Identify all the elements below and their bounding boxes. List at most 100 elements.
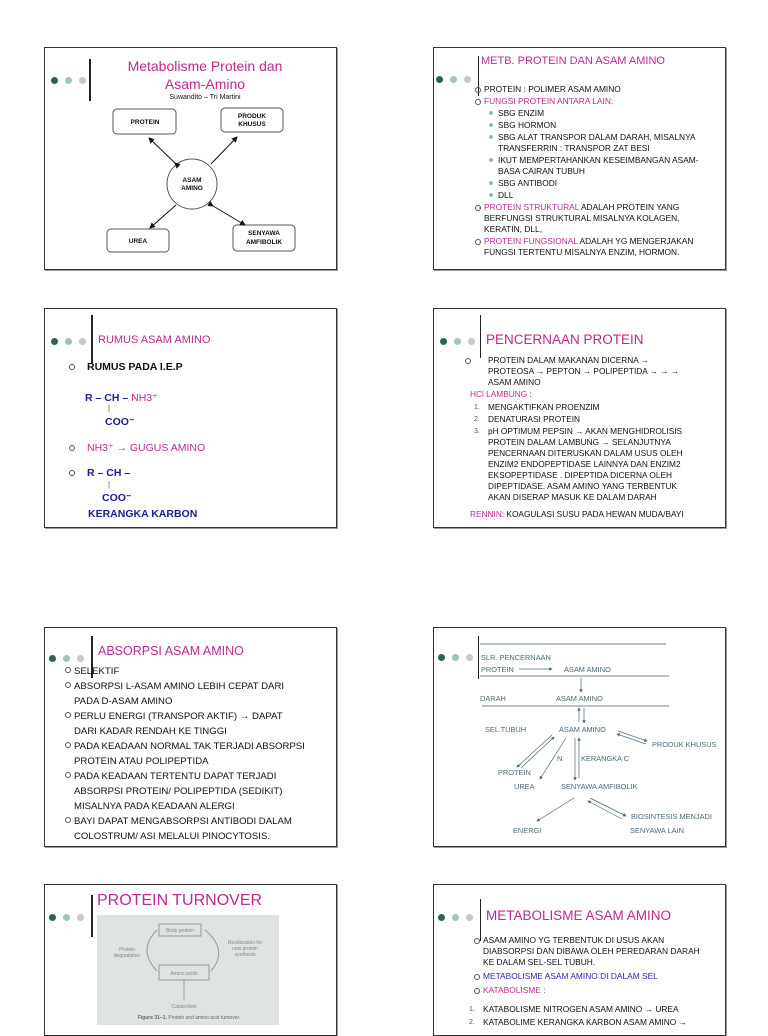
slide-title: METB. PROTEIN DAN ASAM AMINO [481, 55, 665, 67]
divider [91, 315, 93, 363]
fig-protein-degradation: Protein [119, 947, 135, 953]
content-list: ASAM AMINO YG TERBENTUK DI USUS AKAN DIA… [474, 935, 700, 999]
slide-title: PROTEIN TURNOVER [97, 892, 263, 909]
bullet-item: PERLU ENERGI (TRANSPOR AKTIF) → DAPAT DA… [65, 709, 305, 739]
slide-dots [436, 76, 476, 84]
fig-catabolism: Catabolism [171, 1004, 196, 1010]
step-item: 2.KATABOLIME KERANGKA KARBON ASAM AMINO … [469, 1017, 687, 1027]
bullet-item: PADA KEADAAN TERTENTU DAPAT TERJADI ABSO… [65, 769, 305, 814]
label-biosintesis: BIOSINTESIS MENJADI [631, 812, 712, 821]
step-item: 3.pH OPTIMUM PEPSIN → AKAN MENGHIDROLISI… [474, 426, 683, 502]
slide-dots [51, 338, 91, 346]
svg-text:synthesis: synthesis [235, 952, 256, 958]
slide-metabolisme-protein: Metabolisme Protein dan Asam-Amino Suwan… [44, 47, 337, 270]
node-urea: UREA [129, 238, 148, 245]
divider [478, 56, 479, 96]
bullet-item: PROTEIN STRUKTURAL ADALAH PROTEIN YANG B… [475, 202, 699, 235]
bond: | [108, 480, 111, 489]
bullet-item: METABOLISME ASAM AMINO DI DALAM SEL [474, 971, 700, 982]
label-darah: DARAH [480, 694, 506, 703]
node-amfibolik: AMFIBOLIK [246, 239, 282, 246]
intro-item: PROTEIN DALAM MAKANAN DICERNA → PROTEOSA… [465, 355, 680, 387]
divider [89, 59, 91, 101]
slide-title: RUMUS ASAM AMINO [98, 334, 211, 346]
node-khusus: KHUSUS [238, 121, 266, 128]
bullet-item: BAYI DAPAT MENGABSORPSI ANTIBODI DALAM C… [65, 814, 305, 844]
divider [91, 636, 93, 678]
label-asam-amino: ASAM AMINO [564, 665, 611, 674]
fig-caption: Figure 31–1. Protein and amino acid turn… [138, 1015, 241, 1021]
slide-jalur-asam-amino: SLR. PENCERNAAN PROTEIN ASAM AMINO DARAH… [433, 627, 726, 847]
slide-title: METABOLISME ASAM AMINO [486, 908, 672, 923]
label-energi: ENERGI [513, 826, 541, 835]
bullet-item: SBG ALAT TRANSPOR DALAM DARAH, MISALNYA … [489, 132, 699, 154]
node-senyawa: SENYAWA [248, 230, 280, 237]
rennin-line: RENNIN: KOAGULASI SUSU PADA HEWAN MUDA/B… [470, 509, 684, 519]
hcl-label: HCl LAMBUNG : [470, 389, 532, 399]
pathway-diagram: SLR. PENCERNAAN PROTEIN ASAM AMINO DARAH… [480, 643, 717, 835]
steps-list: 1.KATABOLISME NITROGEN ASAM AMINO → UREA… [469, 1003, 687, 1029]
slide-title-line2: Asam-Amino [164, 76, 246, 92]
steps-list: 1.MENGAKTIFKAN PROENZIM 2.DENATURASI PROT… [474, 402, 683, 504]
slide-dots [440, 338, 480, 346]
slide-dots [438, 654, 478, 662]
slide-dots [51, 77, 91, 85]
amino-diagram: PROTEIN PRODUK KHUSUS ASAM AMINO UREA SE… [106, 107, 296, 253]
node-asam: ASAM [182, 177, 201, 184]
label-urea: UREA [514, 782, 535, 791]
label-slr: SLR. PENCERNAAN [481, 653, 551, 662]
svg-text:degradation: degradation [114, 953, 141, 959]
author: Suwandito – Tri Martini [169, 94, 241, 101]
label-senyawa-lain: SENYAWA LAIN [630, 826, 684, 835]
step-item: 2.DENATURASI PROTEIN [474, 414, 581, 424]
label-protein: PROTEIN [498, 768, 531, 777]
slide-dots [49, 655, 89, 663]
bullet-item: RUMUS PADA I.E.P [78, 361, 183, 373]
step-item: 1.KATABOLISME NITROGEN ASAM AMINO → UREA [469, 1004, 679, 1014]
bullet-item: DLL [489, 190, 699, 201]
fig-reutilization: Reutilization for [228, 940, 263, 946]
node-produk: PRODUK [238, 113, 266, 120]
bullet-item: ABSORPSI L-ASAM AMINO LEBIH CEPAT DARI P… [65, 679, 305, 709]
label-asam-amino: ASAM AMINO [559, 725, 606, 734]
bullet-item: FUNGSI PROTEIN ANTARA LAIN: [475, 96, 699, 107]
bullet-item: SBG ENZIM [489, 108, 699, 119]
arrow [148, 137, 181, 169]
label-produk-khusus: PRODUK KHUSUS [652, 740, 717, 749]
label-asam-amino: ASAM AMINO [556, 694, 603, 703]
node-amino: AMINO [181, 185, 203, 192]
bullet-item: PROTEIN FUNGSIONAL ADALAH YG MENGERJAKAN… [475, 236, 699, 258]
label-kerangka-c: KERANGKA C [581, 754, 630, 763]
bullet-item: IKUT MEMPERTAHANKAN KESEIMBANGAN ASAM- B… [489, 155, 699, 176]
fig-body-protein: Body protein [166, 928, 194, 934]
formula-line: R – CH – NH3⁺ [85, 392, 158, 404]
bullet-item: ASAM AMINO YG TERBENTUK DI USUS AKAN DIA… [474, 935, 700, 967]
slide-protein-turnover: PROTEIN TURNOVER Body protein Amino acid… [44, 884, 337, 1036]
slide-pencernaan-protein: PENCERNAAN PROTEIN PROTEIN DALAM MAKANAN… [433, 308, 726, 528]
fig-amino-acids: Amino acids [170, 971, 198, 977]
node-protein: PROTEIN [131, 119, 160, 126]
coo-group: COO⁻ [105, 416, 135, 428]
kerangka-karbon: KERANGKA KARBON [88, 508, 198, 520]
slide-rumus-asam-amino: RUMUS ASAM AMINO RUMUS PADA I.E.P R – CH… [44, 308, 337, 528]
divider [91, 895, 93, 937]
step-item: 1.MENGAKTIFKAN PROENZIM [474, 402, 600, 412]
formula-line: R – CH – [78, 467, 130, 479]
bullet-item: PROTEIN : POLIMER ASAM AMINO [475, 84, 699, 95]
bullet-item: PADA KEADAAN NORMAL TAK TERJADI ABSORPSI… [65, 741, 305, 767]
slide-title: ABSORPSI ASAM AMINO [98, 644, 244, 658]
bullet-item: SELEKTIF [65, 664, 305, 679]
bullet-item: NH3⁺ → GUGUS AMINO [78, 442, 205, 454]
bullet-item: SBG HORMON [489, 120, 699, 131]
arrow [149, 204, 177, 229]
divider [480, 315, 481, 358]
coo-group: COO⁻ [102, 492, 132, 504]
bullet-item: SBG ANTIBODI [489, 178, 699, 189]
label-n: N [557, 754, 562, 763]
svg-text:new protein: new protein [232, 946, 258, 952]
label-senyawa-amfibolik: SENYAWA AMFIBOLIK [561, 782, 638, 791]
label-protein: PROTEIN [481, 665, 514, 674]
